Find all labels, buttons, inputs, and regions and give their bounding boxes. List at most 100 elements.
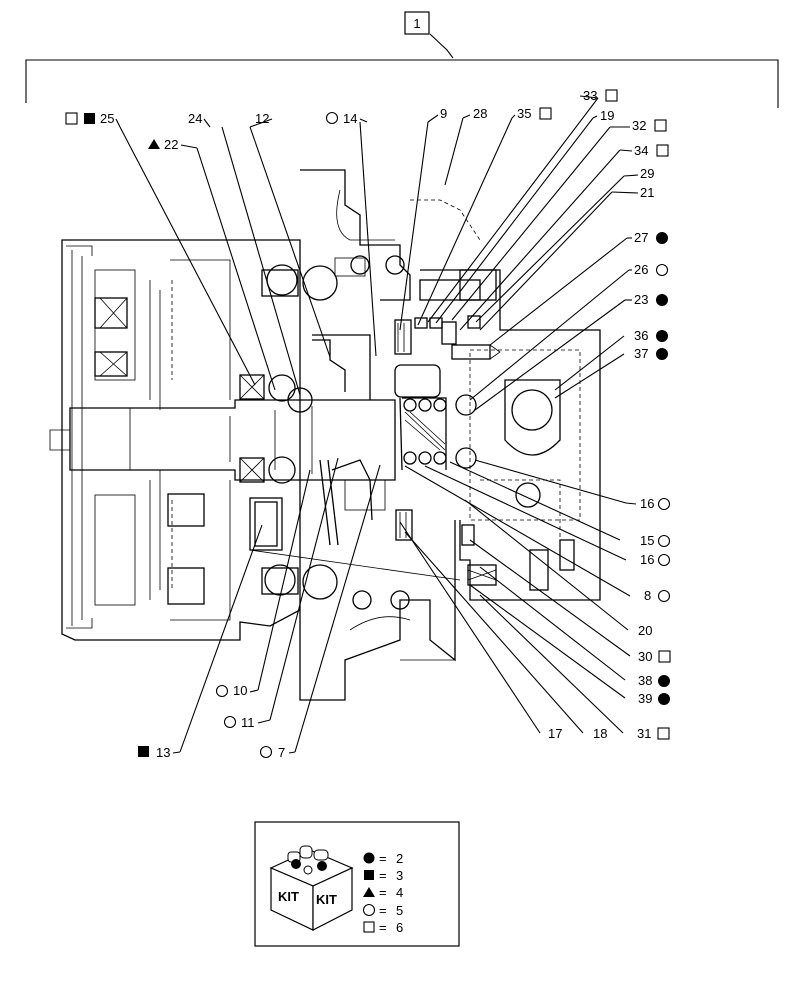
callout-c7[interactable]: 7 bbox=[259, 745, 296, 760]
svg-text:35: 35 bbox=[517, 106, 531, 121]
callout-c13[interactable]: 13 bbox=[138, 745, 181, 760]
filled-circle-icon bbox=[658, 693, 670, 705]
svg-text:17: 17 bbox=[548, 726, 562, 741]
svg-text:30: 30 bbox=[638, 649, 652, 664]
svg-text:29: 29 bbox=[640, 166, 654, 181]
open-circle-icon bbox=[215, 684, 229, 698]
callout-c19[interactable]: 19 bbox=[592, 108, 614, 123]
filled-circle-icon bbox=[363, 852, 375, 864]
open-circle-icon bbox=[657, 497, 671, 511]
filled-triangle-icon bbox=[363, 887, 375, 897]
callout-c34[interactable]: 34 bbox=[619, 143, 669, 158]
callout-c15[interactable]: 15 bbox=[640, 533, 671, 548]
filled-circle-icon bbox=[656, 348, 668, 360]
svg-text:11: 11 bbox=[241, 715, 255, 730]
svg-text:25: 25 bbox=[100, 111, 114, 126]
svg-text:9: 9 bbox=[440, 106, 447, 121]
callout-c27[interactable]: 27 bbox=[627, 230, 668, 245]
open-circle-icon bbox=[223, 715, 237, 729]
callout-c36[interactable]: 36 bbox=[634, 328, 668, 343]
svg-text:18: 18 bbox=[593, 726, 607, 741]
svg-text:KIT: KIT bbox=[316, 892, 337, 907]
svg-text:7: 7 bbox=[278, 745, 285, 760]
kit-box-icon: KIT KIT bbox=[269, 845, 354, 931]
open-square-icon bbox=[363, 921, 375, 933]
svg-text:34: 34 bbox=[634, 143, 648, 158]
motor-cross-section bbox=[49, 169, 601, 701]
svg-text:4: 4 bbox=[396, 885, 403, 900]
callout-c28[interactable]: 28 bbox=[462, 106, 487, 121]
svg-text:=: = bbox=[379, 851, 387, 866]
open-circle-icon bbox=[655, 263, 669, 277]
svg-text:15: 15 bbox=[640, 533, 654, 548]
callout-c30[interactable]: 30 bbox=[638, 649, 671, 664]
svg-text:6: 6 bbox=[396, 920, 403, 935]
callout-c35[interactable]: 35 bbox=[511, 106, 552, 121]
callout-c26[interactable]: 26 bbox=[629, 262, 669, 277]
filled-square-icon bbox=[364, 870, 374, 880]
callout-c22[interactable]: 22 bbox=[148, 137, 198, 152]
svg-text:39: 39 bbox=[638, 691, 652, 706]
callout-c39[interactable]: 39 bbox=[638, 691, 670, 706]
kit-legend: KIT KIT = 2 = 3 = 4 = 5 = 6 bbox=[254, 821, 460, 947]
callout-c12[interactable]: 12 bbox=[249, 111, 273, 128]
callout-c9[interactable]: 9 bbox=[427, 106, 447, 123]
callout-c17[interactable]: 17 bbox=[548, 726, 562, 741]
callout-c24[interactable]: 24 bbox=[188, 111, 211, 128]
svg-text:21: 21 bbox=[640, 185, 654, 200]
callout-c25[interactable]: 25 bbox=[65, 111, 121, 128]
callout-c32[interactable]: 32 bbox=[610, 118, 667, 133]
svg-text:10: 10 bbox=[233, 683, 247, 698]
open-square-icon bbox=[658, 650, 671, 663]
svg-text:26: 26 bbox=[634, 262, 648, 277]
open-circle-icon bbox=[259, 745, 273, 759]
svg-text:13: 13 bbox=[156, 745, 170, 760]
callout-c14[interactable]: 14 bbox=[325, 111, 368, 126]
callout-c31[interactable]: 31 bbox=[637, 726, 670, 741]
open-square-icon bbox=[65, 112, 78, 125]
svg-text:37: 37 bbox=[634, 346, 648, 361]
open-square-icon bbox=[654, 119, 667, 132]
open-square-icon bbox=[605, 89, 618, 102]
callout-c11[interactable]: 11 bbox=[223, 715, 271, 730]
svg-text:KIT: KIT bbox=[278, 889, 299, 904]
assembly-callout[interactable]: 1 bbox=[25, 11, 779, 108]
svg-text:12: 12 bbox=[255, 111, 269, 126]
svg-text:=: = bbox=[379, 920, 387, 935]
filled-square-icon bbox=[84, 113, 95, 124]
filled-square-icon bbox=[138, 746, 149, 757]
callout-c23[interactable]: 23 bbox=[625, 292, 668, 307]
open-circle-icon bbox=[362, 903, 376, 917]
callout-c37[interactable]: 37 bbox=[634, 346, 668, 361]
callout-c8[interactable]: 8 bbox=[644, 588, 671, 603]
svg-text:32: 32 bbox=[632, 118, 646, 133]
svg-text:33: 33 bbox=[583, 88, 597, 103]
svg-text:5: 5 bbox=[396, 903, 403, 918]
open-circle-icon bbox=[325, 111, 339, 125]
svg-text:38: 38 bbox=[638, 673, 652, 688]
svg-text:=: = bbox=[379, 903, 387, 918]
svg-text:31: 31 bbox=[637, 726, 651, 741]
svg-text:36: 36 bbox=[634, 328, 648, 343]
svg-text:22: 22 bbox=[164, 137, 178, 152]
callout-c33[interactable]: 33 bbox=[579, 88, 618, 103]
svg-text:8: 8 bbox=[644, 588, 651, 603]
callout-c16a[interactable]: 16 bbox=[625, 496, 671, 511]
svg-text:27: 27 bbox=[634, 230, 648, 245]
callout-c29[interactable]: 29 bbox=[623, 166, 654, 181]
callout-c20[interactable]: 20 bbox=[638, 623, 652, 638]
callout-c38[interactable]: 38 bbox=[638, 673, 670, 688]
svg-text:28: 28 bbox=[473, 106, 487, 121]
svg-text:1: 1 bbox=[413, 16, 420, 31]
leader-lines bbox=[119, 97, 631, 753]
callout-c16b[interactable]: 16 bbox=[640, 552, 671, 567]
callout-c18[interactable]: 18 bbox=[593, 726, 607, 741]
svg-text:2: 2 bbox=[396, 851, 403, 866]
callout-c21[interactable]: 21 bbox=[611, 185, 654, 200]
svg-text:3: 3 bbox=[396, 868, 403, 883]
filled-circle-icon bbox=[656, 232, 668, 244]
svg-text:19: 19 bbox=[600, 108, 614, 123]
callout-c10[interactable]: 10 bbox=[215, 683, 259, 698]
svg-text:24: 24 bbox=[188, 111, 202, 126]
